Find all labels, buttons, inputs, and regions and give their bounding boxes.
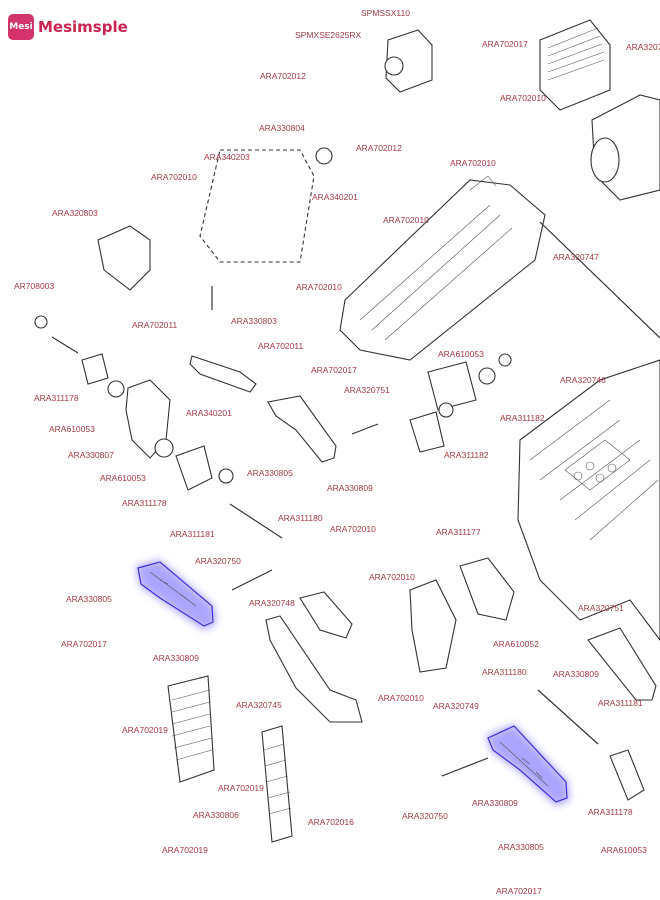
brand-logo: Mesi Mesimsple [8, 14, 128, 40]
part-label: SPMXSE2625RX [295, 30, 361, 40]
part-label: ARA320746 [560, 375, 606, 385]
part-label: ARA330809 [327, 483, 373, 493]
part-label: ARA702012 [260, 71, 306, 81]
part-label: ARA330805 [66, 594, 112, 604]
part-label: ARA702017 [61, 639, 107, 649]
part-label: ARA702017 [311, 365, 357, 375]
part-label: ARA340201 [312, 192, 358, 202]
part-label: ARA702010 [330, 524, 376, 534]
part-label: ARA702010 [383, 215, 429, 225]
part-label: ARA320803 [52, 208, 98, 218]
part-label: ARA702016 [308, 817, 354, 827]
shafts-and-pins [51, 221, 660, 777]
brand-logo-icon: Mesi [8, 14, 34, 40]
part-label: ARA702019 [122, 725, 168, 735]
part-label: ARA311181 [170, 529, 215, 539]
part-label: ARA320751 [578, 603, 624, 613]
part-label: ARA330805 [247, 468, 293, 478]
part-label: ARA702010 [500, 93, 546, 103]
misc-parts [34, 147, 657, 843]
main-chassis [517, 359, 660, 641]
part-label: ARA311178 [122, 498, 167, 508]
part-label: ARA702010 [378, 693, 424, 703]
upper-chassis-tray [339, 175, 546, 361]
part-label: ARA311181 [598, 698, 643, 708]
highlighted-arm-right [486, 724, 570, 806]
part-label: ARA311180 [482, 667, 527, 677]
part-label: ARA340201 [186, 408, 232, 418]
part-label: ARA702017 [482, 39, 528, 49]
part-labels: SPMSSX110 SPMXSE2625RX ARA702017 ARA7020… [14, 8, 660, 896]
part-label: ARA311180 [278, 513, 323, 523]
part-label: AR708003 [14, 281, 54, 291]
part-label: ARA702010 [151, 172, 197, 182]
part-label: ARA320750 [195, 556, 241, 566]
part-label: ARA3207 [626, 42, 660, 52]
part-label: SPMSSX110 [361, 8, 410, 18]
part-label: ARA330809 [553, 669, 599, 679]
part-label: ARA320745 [236, 700, 282, 710]
part-label: ARA702011 [258, 341, 303, 351]
part-label: ARA330806 [193, 810, 239, 820]
part-label: ARA610053 [601, 845, 647, 855]
part-label: ARA702010 [450, 158, 496, 168]
part-label: ARA330807 [68, 450, 114, 460]
part-label: ARA330805 [498, 842, 544, 852]
part-label: ARA320748 [249, 598, 295, 608]
part-label: ARA610053 [100, 473, 146, 483]
part-label: ARA702011 [132, 320, 177, 330]
part-label: ARA702019 [218, 783, 264, 793]
part-label: ARA610053 [49, 424, 95, 434]
part-label: ARA610053 [438, 349, 484, 359]
part-label: ARA320749 [433, 701, 479, 711]
motor-heatsink [539, 19, 660, 201]
servo [384, 29, 433, 93]
part-label: ARA702010 [369, 572, 415, 582]
part-label: ARA702019 [162, 845, 208, 855]
part-label: ARA320750 [402, 811, 448, 821]
part-label: ARA311182 [444, 450, 489, 460]
part-label: ARA330809 [472, 798, 518, 808]
part-label: ARA702010 [296, 282, 342, 292]
part-label: ARA702012 [356, 143, 402, 153]
highlighted-arm-left [136, 560, 216, 630]
part-label: ARA311178 [588, 807, 633, 817]
brand-name: Mesimsple [38, 18, 128, 36]
part-label: ARA610052 [493, 639, 539, 649]
part-label: ARA320747 [553, 252, 599, 262]
part-label: ARA330803 [231, 316, 277, 326]
part-label: ARA311178 [34, 393, 79, 403]
part-label: ARA311182 [500, 413, 545, 423]
part-label: ARA330804 [259, 123, 305, 133]
part-label: ARA340203 [204, 152, 250, 162]
part-label: ARA330809 [153, 653, 199, 663]
part-label: ARA311177 [436, 527, 481, 537]
part-label: ARA702017 [496, 886, 542, 896]
part-label: ARA320751 [344, 385, 390, 395]
